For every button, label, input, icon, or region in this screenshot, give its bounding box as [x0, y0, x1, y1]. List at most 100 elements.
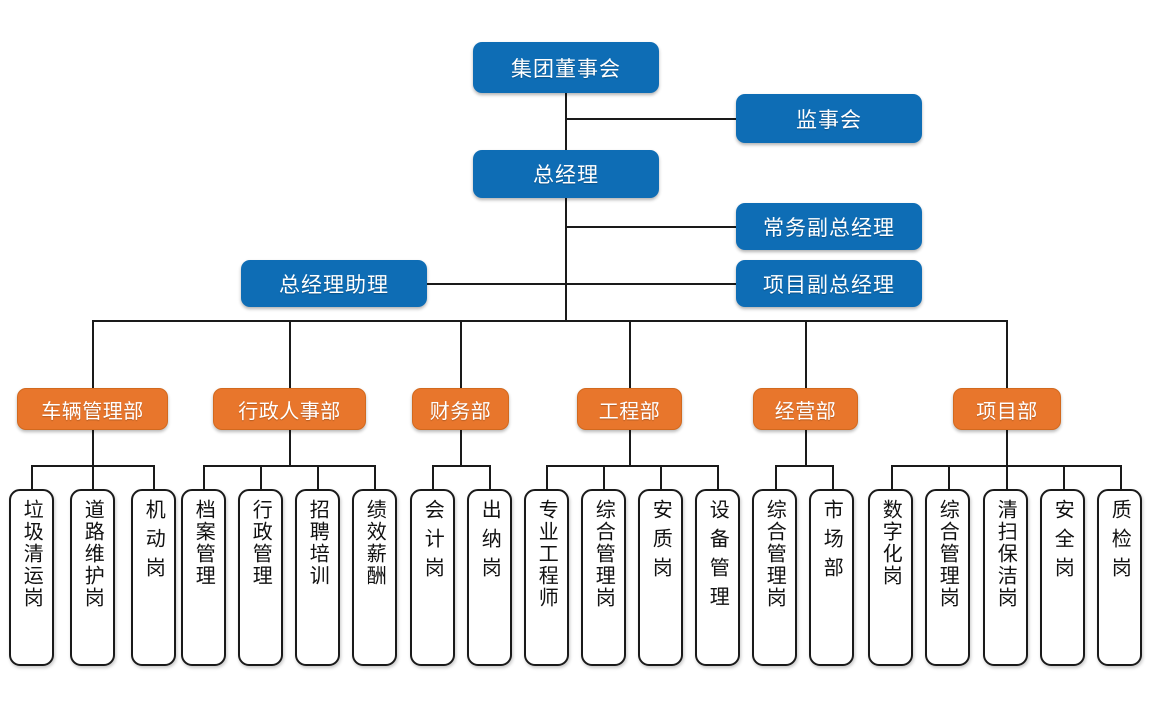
position-node-recruitment-training[interactable]: 招聘培训: [295, 489, 340, 666]
position-label: 安质岗: [649, 499, 674, 586]
position-node-safety-quality[interactable]: 安质岗: [638, 489, 683, 666]
connector-dept2-leaf-3: [317, 465, 319, 489]
node-executive-deputy-gm-label: 常务副总经理: [763, 215, 895, 240]
position-node-safety[interactable]: 安全岗: [1040, 489, 1085, 666]
position-label: 绩效薪酬: [363, 499, 388, 587]
position-node-garbage-transport[interactable]: 垃圾清运岗: [9, 489, 54, 666]
position-label: 道路维护岗: [81, 499, 106, 609]
position-label: 清扫保洁岗: [994, 499, 1019, 609]
position-node-admin-management[interactable]: 行政管理: [238, 489, 283, 666]
position-label: 综合管理岗: [592, 499, 617, 609]
connector-dept5-leaf-2: [832, 465, 834, 489]
connector-dept6-leaf-1: [891, 465, 893, 489]
position-label: 专业工程师: [535, 499, 560, 609]
department-label: 项目部: [976, 398, 1038, 423]
connector-dept1-leaf-1: [31, 465, 33, 489]
position-label: 市场部: [820, 499, 845, 586]
connector-bus-to-dept-1: [92, 320, 94, 388]
node-project-deputy-gm[interactable]: 项目副总经理: [736, 260, 922, 307]
connector-bus-to-dept-2: [289, 320, 291, 388]
connector-dept6-stem: [1006, 428, 1008, 466]
node-supervisory-board-label: 监事会: [796, 107, 862, 132]
connector-dept3-bus: [432, 465, 490, 467]
department-label: 财务部: [429, 398, 492, 423]
connector-dept4-leaf-4: [717, 465, 719, 489]
position-label: 会计岗: [421, 499, 446, 586]
position-node-comprehensive-management-proj[interactable]: 综合管理岗: [925, 489, 970, 666]
connector-bus-to-dept-6: [1006, 320, 1008, 388]
node-group-board[interactable]: 集团董事会: [473, 42, 659, 93]
position-node-mobile-duty[interactable]: 机动岗: [131, 489, 176, 666]
connector-dept4-stem: [629, 428, 631, 466]
node-gm-assistant-label: 总经理助理: [279, 272, 389, 297]
position-node-digitalization[interactable]: 数字化岗: [868, 489, 913, 666]
connector-dept2-stem: [289, 428, 291, 466]
connector-bus-to-dept-3: [460, 320, 462, 388]
node-group-board-label: 集团董事会: [511, 56, 621, 81]
department-node-engineering[interactable]: 工程部: [577, 388, 682, 430]
department-node-business[interactable]: 经营部: [753, 388, 858, 430]
connector-trunk-to-project-deputy: [565, 283, 737, 285]
node-general-manager-label: 总经理: [533, 163, 599, 187]
connector-trunk-to-exec-deputy: [565, 226, 737, 228]
position-label: 行政管理: [249, 499, 274, 587]
position-label: 数字化岗: [879, 499, 904, 587]
position-label: 设备管理: [706, 499, 731, 615]
department-node-project[interactable]: 项目部: [953, 388, 1061, 430]
node-supervisory-board[interactable]: 监事会: [736, 94, 922, 143]
position-label: 出纳岗: [478, 499, 503, 586]
connector-dept4-leaf-3: [660, 465, 662, 489]
node-general-manager[interactable]: 总经理: [473, 150, 659, 198]
position-label: 综合管理岗: [763, 499, 788, 609]
department-bus-line: [92, 320, 1007, 322]
position-node-equipment-management[interactable]: 设备管理: [695, 489, 740, 666]
connector-dept3-stem: [460, 428, 462, 466]
department-label: 车辆管理部: [41, 398, 144, 423]
connector-dept1-stem: [92, 428, 94, 466]
connector-dept6-leaf-5: [1120, 465, 1122, 489]
connector-dept2-leaf-2: [260, 465, 262, 489]
connector-dept6-leaf-2: [948, 465, 950, 489]
department-node-finance[interactable]: 财务部: [412, 388, 509, 430]
connector-dept6-leaf-4: [1063, 465, 1065, 489]
position-label: 机动岗: [142, 499, 167, 586]
connector-dept1-leaf-2: [92, 465, 94, 489]
position-node-performance-compensation[interactable]: 绩效薪酬: [352, 489, 397, 666]
connector-dept4-leaf-1: [546, 465, 548, 489]
connector-dept5-leaf-1: [775, 465, 777, 489]
position-node-road-maintenance[interactable]: 道路维护岗: [70, 489, 115, 666]
position-node-comprehensive-management-eng[interactable]: 综合管理岗: [581, 489, 626, 666]
position-label: 综合管理岗: [936, 499, 961, 609]
connector-gm-trunk-to-supervisory: [565, 118, 737, 120]
department-node-admin-hr[interactable]: 行政人事部: [213, 388, 366, 430]
connector-dept4-leaf-2: [603, 465, 605, 489]
connector-board-to-gm: [565, 93, 567, 153]
connector-dept2-bus: [203, 465, 375, 467]
connector-dept4-bus: [546, 465, 718, 467]
position-node-comprehensive-management-biz[interactable]: 综合管理岗: [752, 489, 797, 666]
connector-dept6-leaf-3: [1006, 465, 1008, 489]
connector-dept2-leaf-1: [203, 465, 205, 489]
connector-dept2-leaf-4: [374, 465, 376, 489]
department-label: 工程部: [598, 398, 661, 423]
position-node-archive-management[interactable]: 档案管理: [181, 489, 226, 666]
position-label: 档案管理: [192, 499, 217, 587]
department-node-vehicle-management[interactable]: 车辆管理部: [17, 388, 168, 430]
node-gm-assistant[interactable]: 总经理助理: [241, 260, 427, 307]
position-label: 垃圾清运岗: [20, 499, 45, 609]
connector-dept3-leaf-1: [432, 465, 434, 489]
position-node-marketing[interactable]: 市场部: [809, 489, 854, 666]
node-executive-deputy-gm[interactable]: 常务副总经理: [736, 203, 922, 250]
connector-dept3-leaf-2: [489, 465, 491, 489]
connector-bus-to-dept-4: [629, 320, 631, 388]
position-node-cashier[interactable]: 出纳岗: [467, 489, 512, 666]
position-node-cleaning-sanitation[interactable]: 清扫保洁岗: [983, 489, 1028, 666]
position-node-accounting[interactable]: 会计岗: [410, 489, 455, 666]
department-label: 经营部: [774, 398, 837, 423]
connector-bus-to-dept-5: [805, 320, 807, 388]
position-label: 质检岗: [1108, 499, 1133, 586]
position-node-professional-engineer[interactable]: 专业工程师: [524, 489, 569, 666]
connector-trunk-to-gm-assistant: [426, 283, 566, 285]
position-node-quality-inspection[interactable]: 质检岗: [1097, 489, 1142, 666]
